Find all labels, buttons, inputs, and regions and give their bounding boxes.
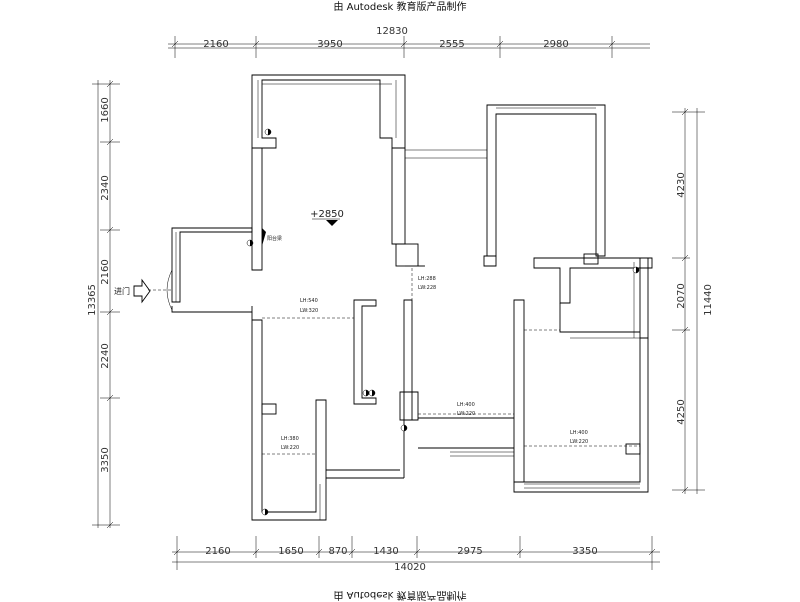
left-segment-label: 2340 [100,175,111,200]
top-segment-label: 3950 [317,39,342,50]
bottom-total-label: 14020 [394,562,426,573]
beam-lines [148,268,640,455]
left-total-label: 13365 [87,284,98,316]
top-total-label: 12830 [376,26,408,37]
beam-height-label: LH:400 [570,430,588,436]
symbols [133,128,640,516]
beam-height-label: LH:288 [418,276,436,282]
beam-width-label: LW:220 [570,439,588,445]
beam-width-label: LW:320 [300,308,318,314]
watermark-top: 由 Autodesk 教育版产品制作 [333,0,466,13]
beam-width-label: LW:228 [418,285,436,291]
left-segment-label: 2160 [100,259,111,284]
entrance-arrow-icon [133,278,151,304]
right-dimension-chain: 4230 2070 4250 11440 [672,108,714,494]
bottom-dimension-chain: 2160 1650 870 1430 2975 3350 14020 [172,536,660,573]
watermark-bottom: 由 Autodesk 教育版产品制作 [333,589,466,602]
level-label: +2850 [310,209,344,220]
left-dimension-chain: 1660 2340 2160 2240 3350 13365 [87,80,120,529]
top-segment-label: 2980 [543,39,568,50]
top-dimension-chain: 12830 2160 3950 2555 2980 [168,26,650,58]
bottom-segment-label: 3350 [572,546,597,557]
column-marker-icons [246,128,640,516]
side-beam-label: 阳台梁 [267,235,282,242]
bottom-segment-label: 870 [328,546,347,557]
left-segment-label: 3350 [100,447,111,472]
left-segment-label: 2240 [100,343,111,368]
bottom-segment-label: 1650 [278,546,303,557]
right-segment-label: 4230 [676,172,687,197]
entrance-label: 进门 [114,286,130,296]
right-segment-label: 4250 [676,399,687,424]
level-marker-icon [326,220,338,226]
beam-height-label: LH:400 [457,402,475,408]
bottom-segment-label: 2975 [457,546,482,557]
floor-plan-walls [171,74,653,521]
beam-height-label: LH:540 [300,298,318,304]
top-segment-label: 2160 [203,39,228,50]
beam-width-label: LW:220 [457,411,475,417]
beam-width-label: LW:220 [281,445,299,451]
top-segment-label: 2555 [439,39,464,50]
beam-height-label: LH:380 [281,436,299,442]
right-total-label: 11440 [703,284,714,316]
bottom-segment-label: 2160 [205,546,230,557]
bottom-segment-label: 1430 [373,546,398,557]
right-segment-label: 2070 [676,283,687,308]
left-segment-label: 1660 [100,97,111,122]
